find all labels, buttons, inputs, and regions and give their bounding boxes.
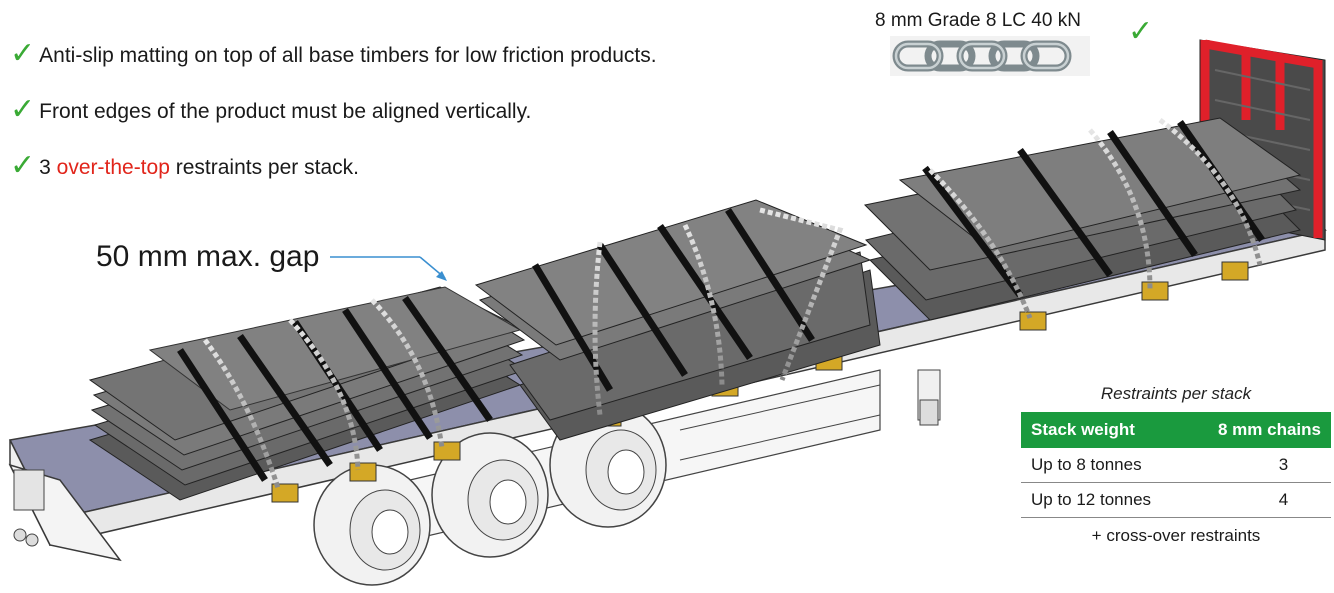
chain-restraints xyxy=(202,118,1263,489)
table-row: Up to 8 tonnes 3 xyxy=(1021,448,1331,483)
column-header-chains: 8 mm chains xyxy=(1186,412,1331,448)
gap-label: 50 mm max. gap xyxy=(96,240,320,273)
wheel xyxy=(431,432,549,558)
table-caption: Restraints per stack xyxy=(1100,384,1252,403)
table-note: + cross-over restraints xyxy=(1091,526,1261,545)
chain-spec-label: 8 mm Grade 8 LC 40 kN xyxy=(875,10,1081,31)
check-icon: ✓ xyxy=(10,92,36,127)
note-anti-slip: ✓ Anti-slip matting on top of all base t… xyxy=(10,36,657,71)
stack-weight-cell: Up to 8 tonnes xyxy=(1021,448,1187,483)
chains-cell: 3 xyxy=(1186,448,1331,483)
check-icon: ✓ xyxy=(1128,14,1154,49)
restraints-grid: Stack weight 8 mm chains Up to 8 tonnes … xyxy=(1021,412,1331,518)
note-front-edges: ✓ Front edges of the product must be ali… xyxy=(10,92,532,127)
note-text-suffix: restraints per stack. xyxy=(169,156,359,179)
check-icon: ✓ xyxy=(10,148,36,183)
table-row: Up to 12 tonnes 4 xyxy=(1021,482,1331,518)
note-highlight: over-the-top xyxy=(56,156,170,179)
note-restraints: ✓ 3 over-the-top restraints per stack. xyxy=(10,148,359,183)
plate-stack-middle xyxy=(474,199,881,441)
wheel xyxy=(313,464,431,586)
stack-weight-cell: Up to 12 tonnes xyxy=(1021,482,1187,518)
note-text-prefix: 3 xyxy=(39,156,57,179)
check-icon: ✓ xyxy=(10,36,36,71)
restraints-table: Restraints per stack Stack weight 8 mm c… xyxy=(1021,384,1331,546)
column-header-stack-weight: Stack weight xyxy=(1021,412,1187,448)
chains-cell: 4 xyxy=(1186,482,1331,518)
note-text: Front edges of the product must be align… xyxy=(39,100,532,123)
trailer-wheels xyxy=(313,402,667,586)
chain-sample-icon xyxy=(890,36,1090,76)
gap-pointer-arrow xyxy=(330,256,447,281)
table-header-row: Stack weight 8 mm chains xyxy=(1021,412,1331,448)
plate-stack-front xyxy=(863,117,1302,321)
note-text: Anti-slip matting on top of all base tim… xyxy=(39,44,657,67)
